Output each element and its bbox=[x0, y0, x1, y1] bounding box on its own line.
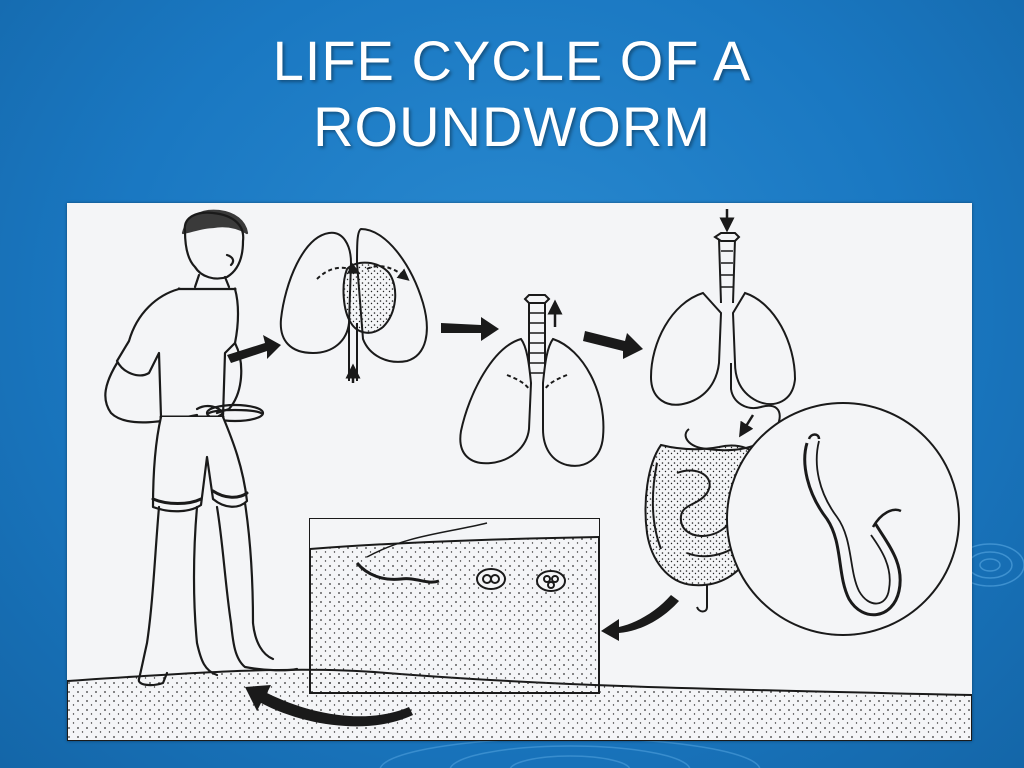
roundworm-magnified-icon bbox=[726, 402, 960, 636]
lungs-icon bbox=[279, 227, 428, 383]
cycle-arrow-icon bbox=[441, 317, 499, 341]
soil-cross-section-icon bbox=[309, 518, 600, 694]
cycle-arrow-icon bbox=[227, 335, 281, 363]
cycle-arrow-icon bbox=[245, 685, 413, 727]
cycle-arrow-icon bbox=[583, 331, 643, 359]
life-cycle-figure bbox=[67, 203, 972, 741]
trachea-icon bbox=[459, 294, 605, 467]
title-line-2: ROUNDWORM bbox=[313, 95, 711, 158]
slide-title: LIFE CYCLE OF A ROUNDWORM bbox=[0, 28, 1024, 160]
ripple-decoration-bottom-icon bbox=[379, 738, 761, 768]
title-line-1: LIFE CYCLE OF A bbox=[272, 29, 752, 92]
cycle-arrow-icon bbox=[601, 595, 679, 641]
person-icon bbox=[104, 209, 299, 687]
